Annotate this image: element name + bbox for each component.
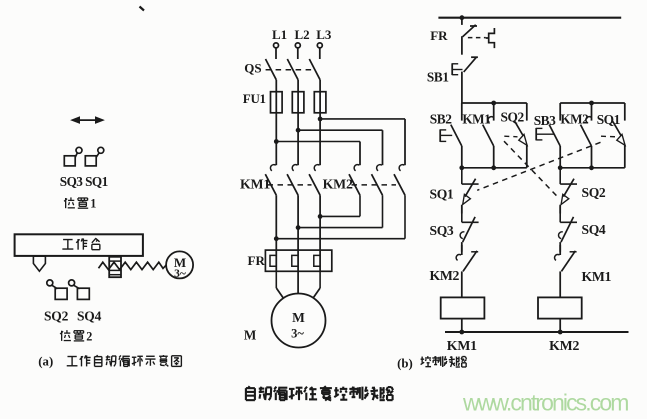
svg-text:SQ3 SQ1: SQ3 SQ1 bbox=[60, 174, 108, 189]
svg-text:KM1: KM1 bbox=[447, 338, 477, 353]
svg-text:www.cntronics.com: www.cntronics.com bbox=[462, 390, 628, 416]
svg-text:3~: 3~ bbox=[174, 268, 186, 280]
svg-text:SQ2: SQ2 bbox=[582, 185, 606, 200]
svg-text:M: M bbox=[174, 255, 186, 270]
svg-text:L3: L3 bbox=[316, 27, 332, 42]
svg-text:SQ1: SQ1 bbox=[430, 186, 454, 201]
svg-text:KM1: KM1 bbox=[582, 269, 612, 284]
svg-text:3~: 3~ bbox=[291, 327, 304, 341]
svg-text:L1: L1 bbox=[272, 27, 287, 42]
svg-text:KM1: KM1 bbox=[462, 112, 490, 127]
svg-text:SQ4: SQ4 bbox=[77, 309, 102, 324]
svg-text:M: M bbox=[244, 327, 257, 342]
svg-text:QS: QS bbox=[244, 61, 261, 76]
svg-text:FR: FR bbox=[248, 253, 266, 268]
svg-text:M: M bbox=[292, 310, 305, 325]
svg-text:KM2: KM2 bbox=[323, 177, 353, 192]
svg-text:KM2: KM2 bbox=[560, 112, 589, 127]
svg-text:(a): (a) bbox=[38, 355, 53, 369]
svg-text:1: 1 bbox=[90, 197, 96, 211]
svg-text:SB3: SB3 bbox=[534, 113, 556, 128]
svg-text:2: 2 bbox=[86, 329, 92, 343]
svg-text:SB1: SB1 bbox=[427, 70, 449, 85]
svg-text:SQ2: SQ2 bbox=[501, 110, 525, 125]
svg-text:KM1: KM1 bbox=[240, 177, 270, 192]
svg-text:SQ3: SQ3 bbox=[430, 223, 454, 238]
svg-text:SB2: SB2 bbox=[430, 112, 452, 127]
svg-text:KM2: KM2 bbox=[549, 338, 579, 353]
svg-text:SQ4: SQ4 bbox=[582, 222, 606, 237]
svg-text:FR: FR bbox=[430, 28, 448, 43]
svg-text:(b): (b) bbox=[397, 356, 413, 370]
svg-text:SQ1: SQ1 bbox=[597, 112, 620, 127]
svg-text:L2: L2 bbox=[295, 27, 310, 42]
svg-text:SQ2: SQ2 bbox=[44, 309, 69, 324]
svg-text:KM2: KM2 bbox=[430, 268, 460, 283]
svg-text:FU1: FU1 bbox=[243, 91, 266, 106]
